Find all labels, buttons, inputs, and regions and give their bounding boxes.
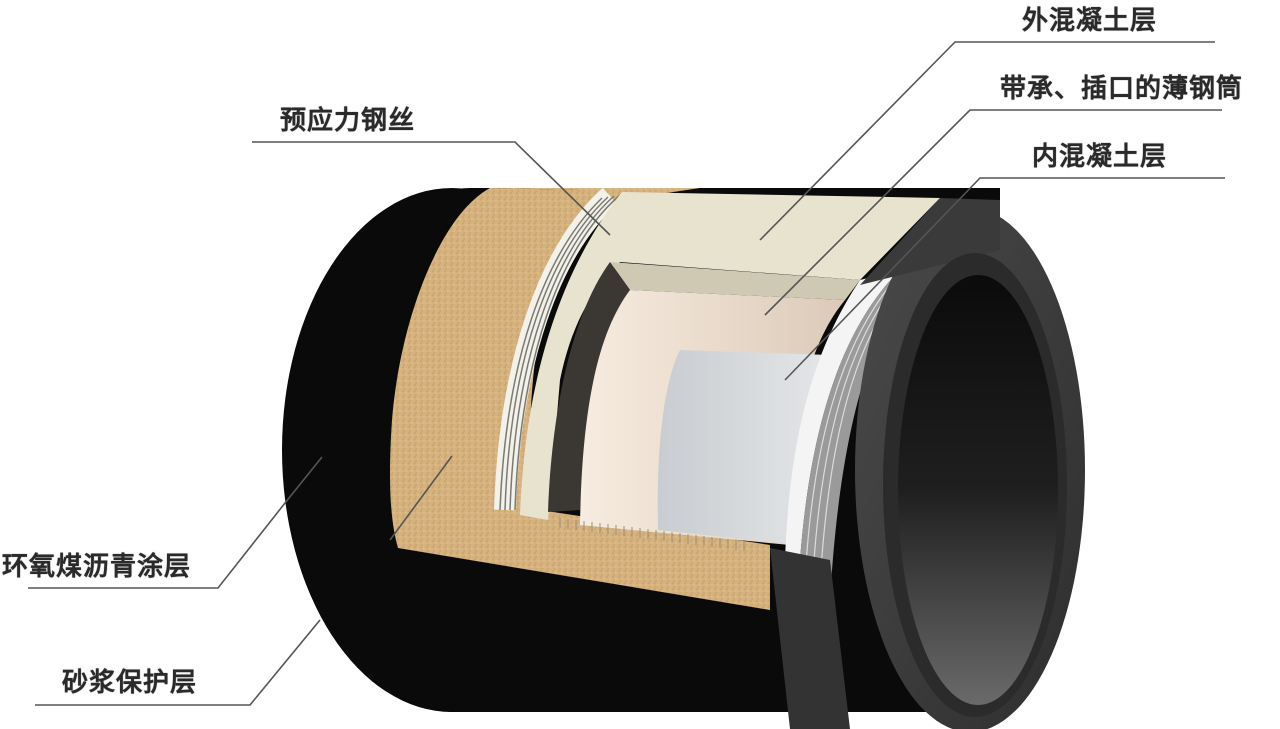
pipe-bore (898, 275, 1058, 705)
leader-prestress-wire (252, 141, 611, 236)
leader-steel-cylinder (764, 109, 1222, 316)
outer-concrete-layer (520, 192, 940, 520)
prestress-wire-layer (494, 187, 621, 511)
leader-inner-concrete (784, 177, 1225, 381)
leader-lines (28, 41, 1225, 706)
leader-epoxy-coating (28, 456, 323, 589)
label-steel-cylinder: 带承、插口的薄钢筒 (1000, 74, 1244, 104)
label-outer-concrete: 外混凝土层 (1022, 6, 1158, 36)
leader-outer-concrete (759, 41, 1215, 241)
label-mortar-layer: 砂浆保护层 (62, 668, 198, 698)
label-epoxy-coating: 环氧煤沥青涂层 (2, 552, 192, 582)
label-prestress-wire: 预应力钢丝 (280, 106, 416, 136)
leader-mortar-inner (389, 455, 453, 541)
label-inner-concrete: 内混凝土层 (1032, 142, 1168, 172)
leader-mortar-layer (35, 619, 321, 706)
steel-cylinder-layer (657, 350, 830, 545)
wire-ends (559, 518, 745, 551)
joint-recess (548, 262, 630, 512)
